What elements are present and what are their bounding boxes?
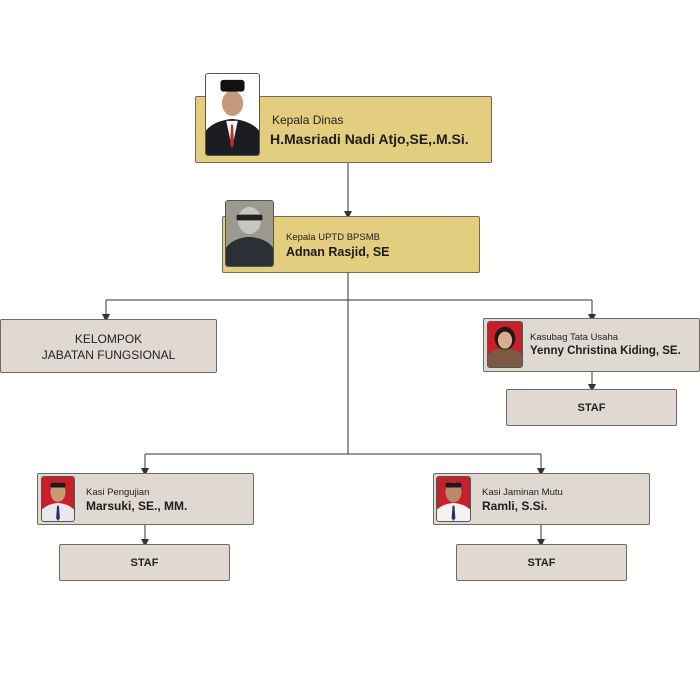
tata-usaha-name: Yenny Christina Kiding, SE. (530, 345, 681, 357)
pengujian-name: Marsuki, SE., MM. (86, 499, 188, 513)
tata-usaha-staf-label: STAF (577, 402, 606, 414)
uptd-name: Adnan Rasjid, SE (286, 245, 390, 259)
tata-usaha-role: Kasubag Tata Usaha (530, 332, 619, 343)
fungsional-line1: KELOMPOK (74, 332, 143, 346)
jaminan-mutu-portrait (436, 476, 471, 522)
jaminan-mutu-staf-label: STAF (527, 557, 556, 569)
jaminan-mutu-role: Kasi Jaminan Mutu (482, 487, 563, 498)
head-name: H.Masriadi Nadi Atjo,SE,.M.Si. (270, 131, 469, 147)
pengujian-portrait (41, 476, 75, 522)
uptd-role: Kepala UPTD BPSMB (286, 232, 380, 243)
tata-usaha-staf-node: STAF (506, 389, 677, 426)
pengujian-role: Kasi Pengujian (86, 487, 150, 498)
pengujian-staf-label: STAF (130, 557, 159, 569)
jaminan-mutu-staf-node: STAF (456, 544, 627, 581)
fungsional-node: KELOMPOK JABATAN FUNGSIONAL (0, 319, 217, 373)
fungsional-line2: JABATAN FUNGSIONAL (41, 348, 176, 362)
head-portrait (205, 73, 260, 156)
head-role: Kepala Dinas (272, 113, 344, 127)
pengujian-staf-node: STAF (59, 544, 230, 581)
jaminan-mutu-name: Ramli, S.Si. (482, 499, 548, 513)
tata-usaha-portrait (487, 321, 523, 368)
uptd-portrait (225, 200, 274, 267)
